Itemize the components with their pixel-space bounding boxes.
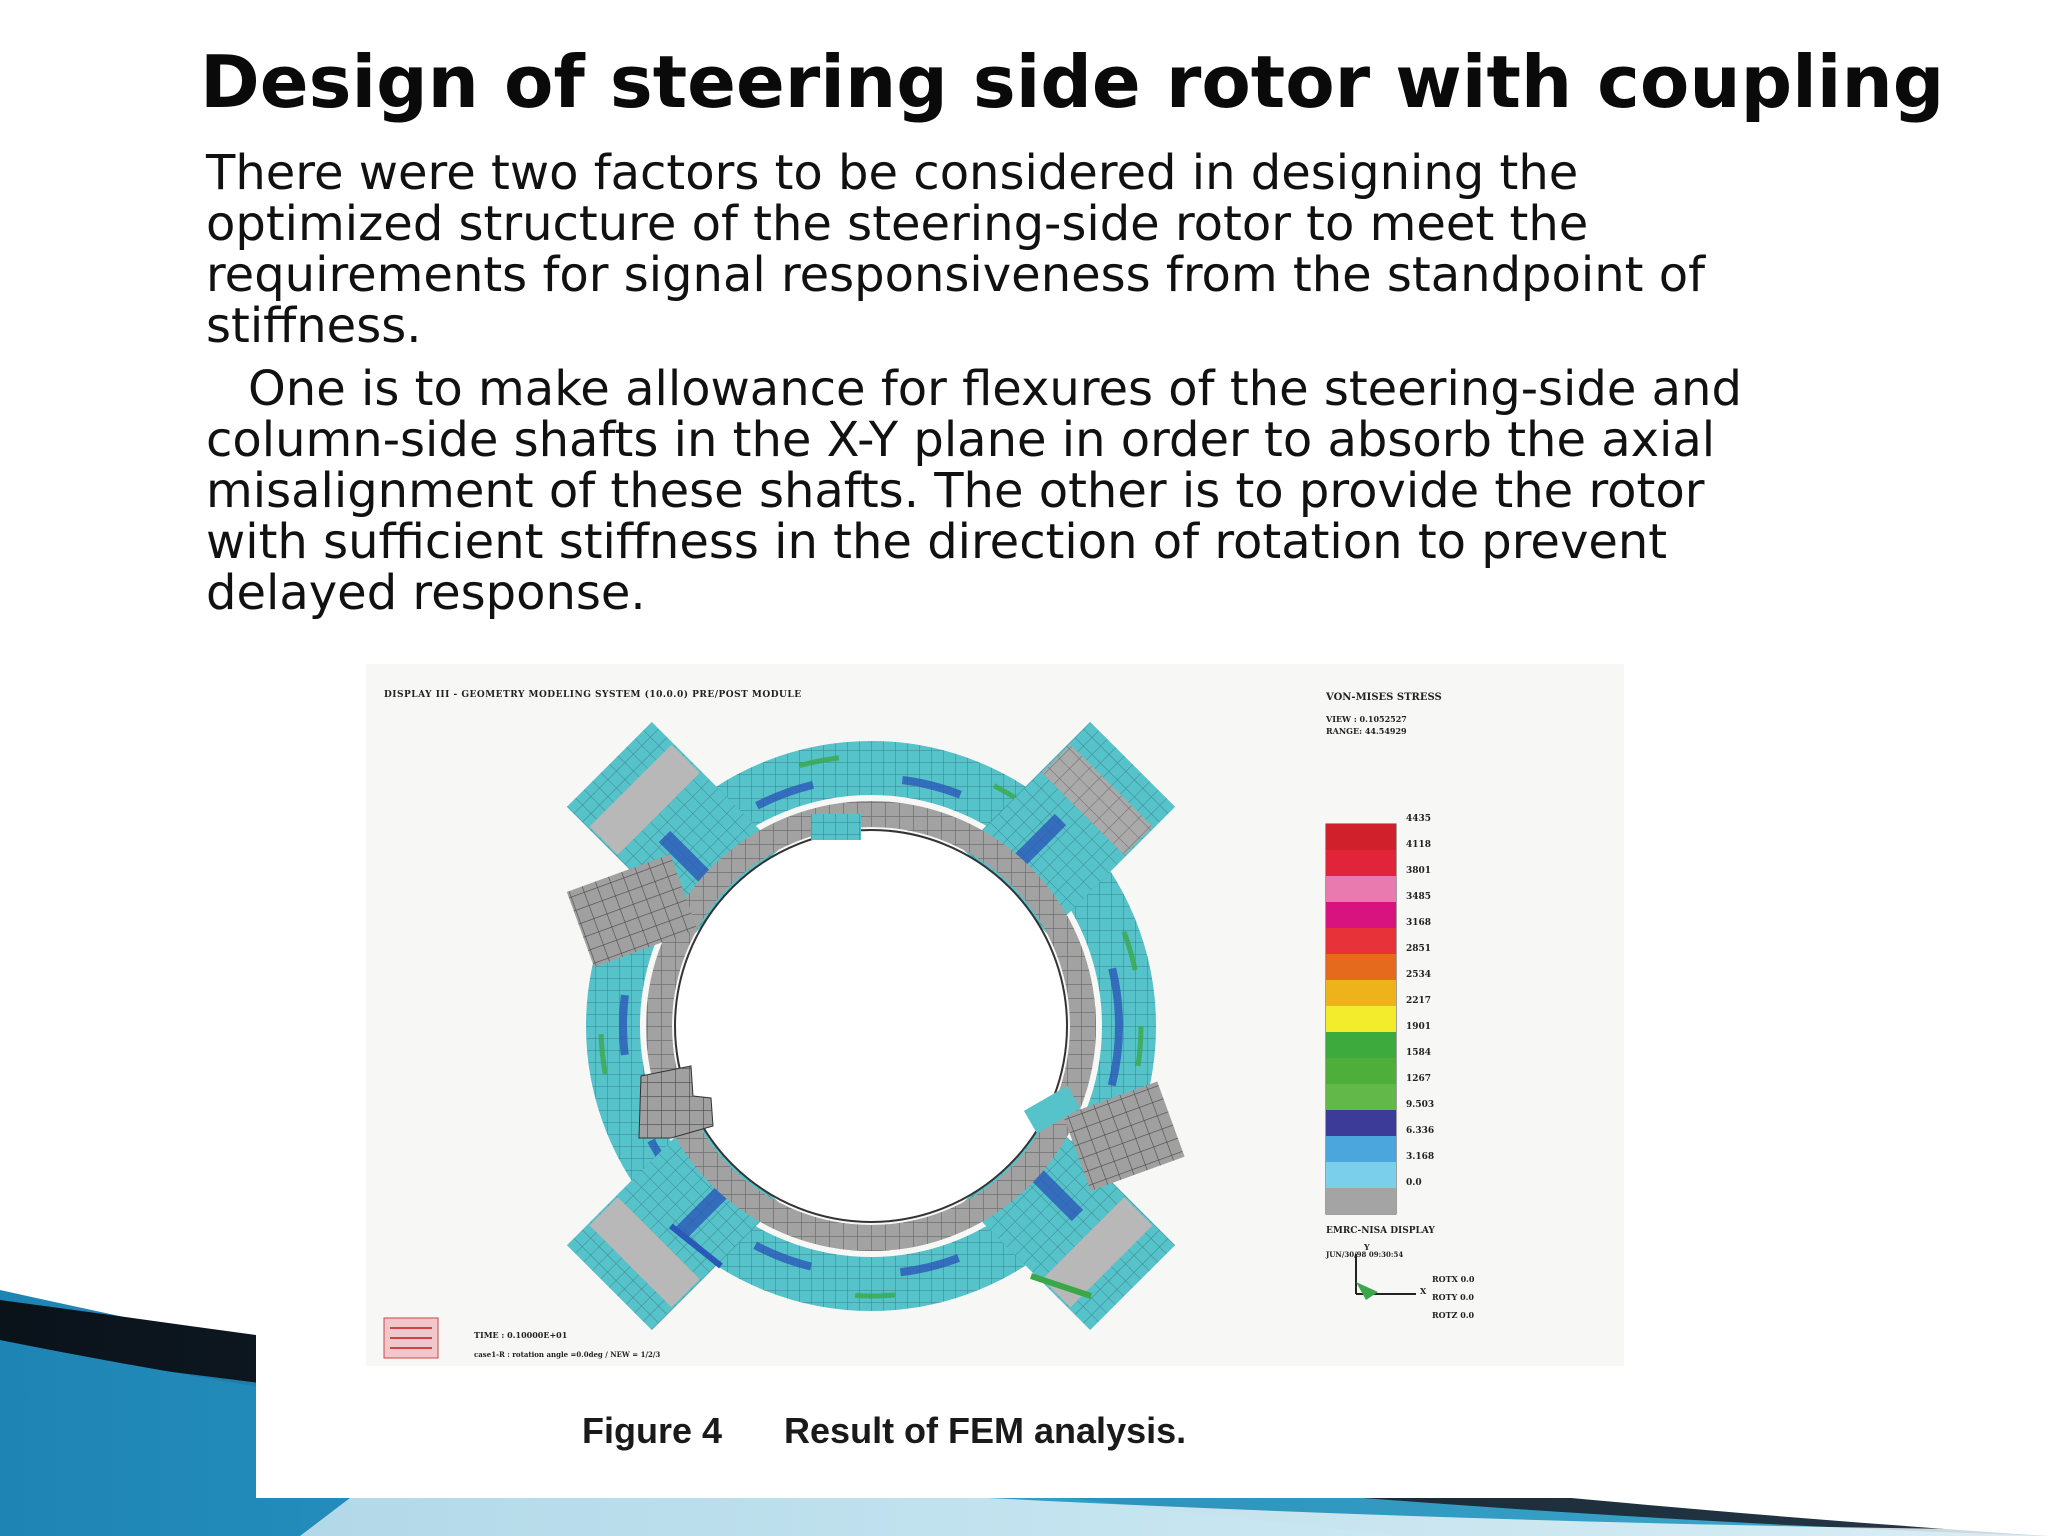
legend-label: 2534 bbox=[1406, 970, 1432, 980]
fem-mesh-graphic bbox=[383, 721, 1416, 1359]
paragraph-line: One is to make allowance for flexures of… bbox=[248, 361, 1742, 417]
paragraph-line: There were two factors to be considered … bbox=[206, 145, 1579, 201]
rotation-value: ROTX 0.0 bbox=[1432, 1274, 1475, 1284]
slide-title: Design of steering side rotor with coupl… bbox=[200, 40, 1945, 124]
software-logo-stamp bbox=[383, 1317, 439, 1359]
legend-label: 2217 bbox=[1406, 996, 1432, 1006]
range-value: RANGE: 44.54929 bbox=[1326, 726, 1407, 736]
case-text: case1-R : rotation angle =0.0deg / NEW =… bbox=[474, 1350, 661, 1359]
fem-result-image: DISPLAY III - GEOMETRY MODELING SYSTEM (… bbox=[366, 664, 1624, 1366]
legend-title: VON-MISES STRESS bbox=[1326, 692, 1442, 703]
paragraph-line: column-side shafts in the X-Y plane in o… bbox=[206, 412, 1716, 468]
legend-label: 3485 bbox=[1406, 892, 1432, 902]
axis-y-label: Y bbox=[1364, 1242, 1370, 1252]
legend-label: 9.503 bbox=[1406, 1100, 1435, 1110]
paragraph-details: One is to make allowance for flexures of… bbox=[206, 364, 1926, 619]
legend-label: 4118 bbox=[1406, 840, 1432, 850]
display-date: JUN/30/98 09:30:54 bbox=[1326, 1250, 1404, 1259]
legend-label: 3.168 bbox=[1406, 1152, 1435, 1162]
legend-label: 4435 bbox=[1406, 814, 1432, 824]
legend-label: 1584 bbox=[1406, 1048, 1432, 1058]
paragraph-line: with sufficient stiffness in the directi… bbox=[206, 514, 1668, 570]
rotation-value: ROTY 0.0 bbox=[1432, 1292, 1474, 1302]
paragraph-factors: There were two factors to be considered … bbox=[206, 148, 1926, 352]
paragraph-line: stiffness. bbox=[206, 298, 422, 354]
paragraph-line: misalignment of these shafts. The other … bbox=[206, 463, 1705, 519]
legend-label: 6.336 bbox=[1406, 1126, 1435, 1136]
paragraph-line: delayed response. bbox=[206, 565, 646, 621]
figure-caption: Figure 4 Result of FEM analysis. bbox=[582, 1410, 1186, 1452]
legend-label: 3168 bbox=[1406, 918, 1432, 928]
display-label: EMRC-NISA DISPLAY bbox=[1326, 1226, 1435, 1236]
axis-triad bbox=[1355, 1254, 1416, 1300]
time-text: TIME : 0.10000E+01 bbox=[474, 1330, 568, 1340]
legend-label: 0.0 bbox=[1406, 1178, 1422, 1188]
figure-number: Figure 4 bbox=[582, 1410, 723, 1451]
fem-header-text: DISPLAY III - GEOMETRY MODELING SYSTEM (… bbox=[384, 690, 802, 700]
legend-label: 3801 bbox=[1406, 866, 1432, 876]
paragraph-line: optimized structure of the steering-side… bbox=[206, 196, 1589, 252]
axis-x-label: X bbox=[1420, 1286, 1427, 1296]
figure-container: DISPLAY III - GEOMETRY MODELING SYSTEM (… bbox=[256, 652, 1676, 1498]
legend-label: 1267 bbox=[1406, 1074, 1432, 1084]
rotation-value: ROTZ 0.0 bbox=[1432, 1310, 1475, 1320]
legend-label: 2851 bbox=[1406, 944, 1432, 954]
view-value: VIEW : 0.1052527 bbox=[1326, 714, 1407, 724]
paragraph-line: requirements for signal responsiveness f… bbox=[206, 247, 1705, 303]
legend-label: 1901 bbox=[1406, 1022, 1432, 1032]
figure-caption-text: Result of FEM analysis. bbox=[784, 1410, 1187, 1451]
